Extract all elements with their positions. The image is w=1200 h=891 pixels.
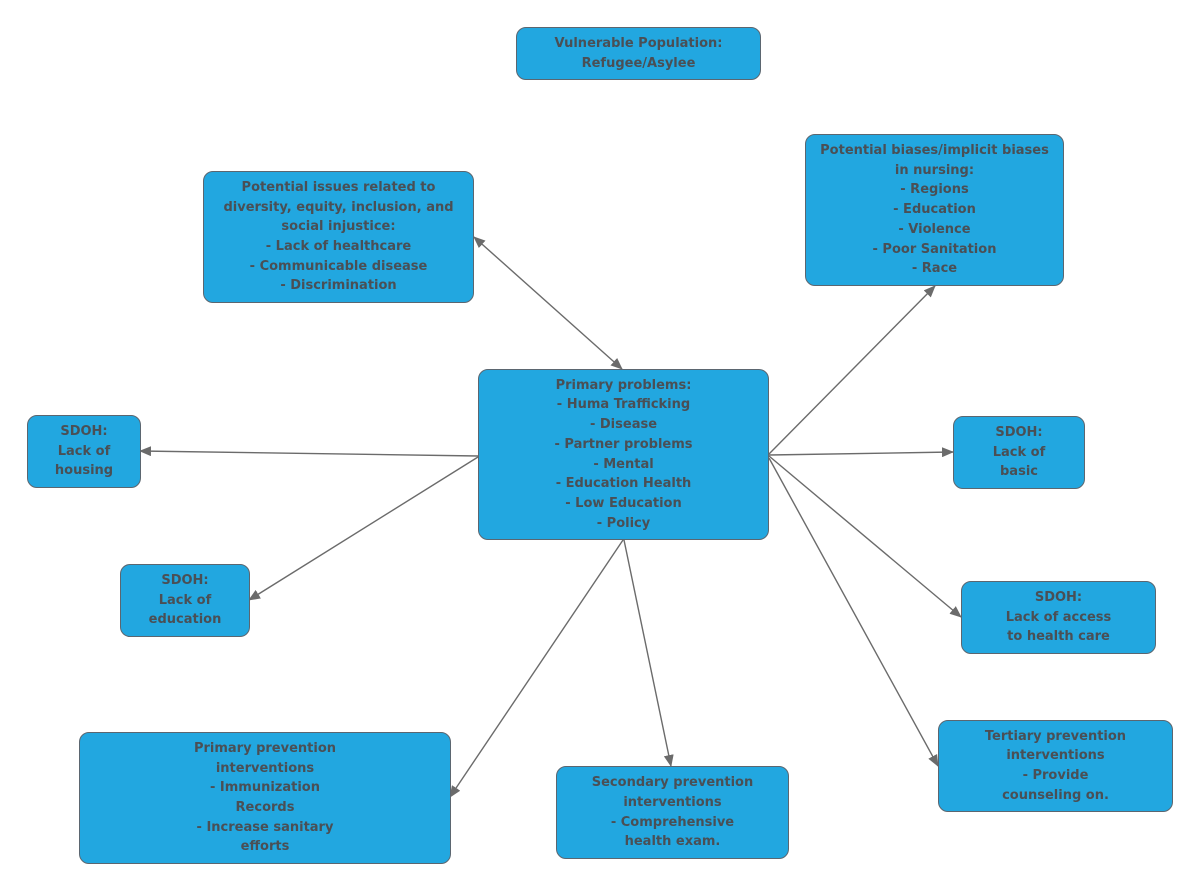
connector-primary-to-sdoh-basic [768,447,954,458]
node-sdoh-access[interactable]: SDOH: Lack of access to health care [961,581,1156,654]
connector-primary-to-sdoh-education [248,456,479,601]
connector-primary-to-sdoh-housing [139,446,479,457]
node-implicit-biases-text-line: - Education [893,202,976,218]
node-implicit-biases-text-line: - Violence [898,221,971,237]
node-tertiary-prevention-text-line: interventions [1006,748,1105,764]
node-implicit-biases-text-line: - Poor Sanitation [872,241,997,257]
node-primary-prevention-text-line: - Immunization [209,780,320,796]
node-sdoh-basic-text: SDOH: Lack of basic [993,423,1046,482]
node-tertiary-prevention-text-line: - Provide [1022,768,1089,783]
node-sdoh-basic-text-line: Lack of [992,444,1046,460]
node-secondary-prevention[interactable]: Secondary prevention interventions - Compr… [556,766,789,859]
node-vulnerable-population-text-line: Vulnerable Population: [554,35,723,51]
connector-primary-to-secondary-prevention [623,539,674,767]
node-secondary-prevention-text-line: - Comprehensive [610,814,735,830]
node-primary-prevention-text: Primary prevention interventions - Immuniz… [194,739,336,857]
node-tertiary-prevention-text-line: Tertiary prevention [984,728,1127,744]
node-sdoh-basic-text-line: basic [1000,464,1038,480]
node-implicit-biases[interactable]: Potential biases/implicit biases in nursi… [805,134,1064,286]
node-primary-prevention-text-line: Primary prevention [193,740,337,756]
connector-primary-to-diversity [473,236,623,370]
connector-primary-to-sdoh-access [768,455,962,618]
node-primary-prevention[interactable]: Primary prevention interventions - Immuniz… [79,732,451,864]
node-primary-prevention-text-line: interventions [215,760,315,776]
node-sdoh-access-text: SDOH: Lack of access to health care [1006,588,1112,647]
node-implicit-biases-text-line: - Race [911,261,958,277]
node-diversity-equity-issues-text-line: diversity, equity, inclusion, and [223,199,454,215]
node-primary-problems-text-line: - Low Education [565,495,682,511]
node-vulnerable-population-text-line: Refugee/Asylee [581,55,696,71]
node-sdoh-housing-text-line: SDOH: [60,423,108,439]
node-primary-problems-text-line: - Mental [593,456,654,472]
node-implicit-biases-text: Potential biases/implicit biases in nursi… [820,141,1049,279]
node-sdoh-education-text-line: SDOH: [161,572,209,588]
node-sdoh-education-text-line: Lack of [158,592,212,608]
node-sdoh-education-text: SDOH: Lack of education [149,571,222,630]
node-sdoh-housing-text: SDOH: Lack of housing [55,422,113,481]
node-sdoh-access-text-line: Lack of access [1005,609,1112,625]
node-sdoh-access-text-line: to health care [1007,629,1110,645]
node-secondary-prevention-text-line: Secondary prevention [591,775,754,791]
node-sdoh-education[interactable]: SDOH: Lack of education [120,564,250,637]
node-sdoh-basic-text-line: SDOH: [995,424,1043,440]
node-vulnerable-population[interactable]: Vulnerable Population: Refugee/Asylee [516,27,761,80]
connector-primary-to-primary-prevention [449,539,624,798]
node-primary-problems-text-line: - Education Health [555,476,692,492]
node-primary-problems-text-line: - Policy [596,515,651,531]
node-secondary-prevention-text: Secondary prevention interventions - Compr… [592,773,754,852]
node-diversity-equity-issues-text-line: - Discrimination [280,278,397,294]
node-sdoh-basic[interactable]: SDOH: Lack of basic [953,416,1085,489]
node-tertiary-prevention[interactable]: Tertiary prevention interventions - Provid… [938,720,1173,812]
node-sdoh-access-text-line: SDOH: [1034,589,1083,605]
node-diversity-equity-issues-text-line: - Lack of healthcare [265,239,412,254]
node-primary-problems-text-line: - Disease [589,417,658,433]
node-sdoh-education-text-line: education [148,612,222,628]
node-primary-problems-text-line: - Partner problems [554,436,693,452]
node-implicit-biases-text-line: Potential biases/implicit biases [820,143,1049,159]
node-primary-problems[interactable]: Primary problems: - Huma Trafficking - Dis… [478,369,769,540]
node-secondary-prevention-text-line: interventions [623,794,722,810]
node-primary-prevention-text-line: - Increase sanitary [196,819,334,835]
node-primary-prevention-text-line: Records [235,800,295,815]
node-vulnerable-population-text: Vulnerable Population: Refugee/Asylee [555,34,723,73]
node-implicit-biases-text-line: - Regions [900,182,969,198]
node-sdoh-housing[interactable]: SDOH: Lack of housing [27,415,141,488]
node-primary-problems-text-line: Primary problems: [555,377,692,393]
node-sdoh-housing-text-line: Lack of [57,443,111,459]
node-diversity-equity-issues-text-line: - Communicable disease [249,258,428,274]
node-implicit-biases-text-line: in nursing: [894,162,975,178]
node-diversity-equity-issues[interactable]: Potential issues related to diversity, eq… [203,171,474,303]
node-primary-prevention-text-line: efforts [240,839,290,855]
node-diversity-equity-issues-text-line: Potential issues related to [241,179,436,195]
node-diversity-equity-issues-text: Potential issues related to diversity, eq… [223,178,453,296]
connector-primary-to-biases [768,285,936,455]
node-primary-problems-text: Primary problems: - Huma Trafficking - Dis… [554,376,692,534]
connector-primary-to-tertiary-prevention [768,457,939,767]
node-tertiary-prevention-text: Tertiary prevention interventions - Provid… [985,727,1126,806]
node-tertiary-prevention-text-line: counseling on. [1002,787,1109,803]
node-primary-problems-text-line: - Huma Trafficking [556,397,691,413]
node-diversity-equity-issues-text-line: social injustice: [281,219,396,235]
node-sdoh-housing-text-line: housing [54,463,114,479]
node-secondary-prevention-text-line: health exam. [624,834,721,850]
